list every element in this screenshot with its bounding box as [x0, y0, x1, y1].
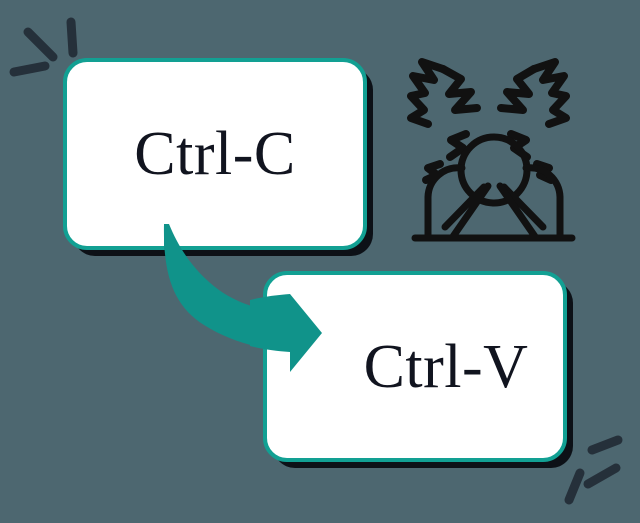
person-torso-right — [496, 182, 540, 242]
paste-card[interactable] — [263, 271, 567, 462]
lightning-bolt-right-large — [497, 65, 538, 114]
lightning-bolt-left-outer — [407, 58, 447, 128]
paste-card-label-text: Ctrl-V — [363, 332, 529, 401]
lightning-bolt-right-outer — [530, 58, 570, 128]
person-right-shoulder — [522, 164, 564, 241]
person-left-shoulder — [424, 164, 466, 241]
copy-to-paste-arrowhead — [250, 294, 322, 372]
lightning-bolt-left-large — [439, 65, 481, 114]
copy-card-label-text: Ctrl-C — [134, 120, 296, 188]
copy-card[interactable] — [63, 58, 367, 250]
person-right-forearm — [500, 183, 547, 231]
spark-line-lower — [564, 468, 585, 505]
spark-lines-top-left-icon — [9, 17, 78, 77]
person-left-forearm — [441, 183, 488, 231]
spark-line-diagonal — [23, 27, 58, 62]
lightning-bolt-left-small — [446, 130, 470, 161]
person-head — [457, 133, 531, 207]
spark-lines-bottom-right-icon — [564, 435, 623, 505]
person-torso-left — [448, 182, 492, 242]
spark-line-vertical — [66, 17, 78, 58]
spark-line-horizontal — [9, 61, 50, 77]
spark-line-upper — [587, 435, 623, 455]
spark-line-middle — [583, 463, 621, 489]
paste-card-label: Ctrl-V — [265, 273, 565, 460]
frustrated-person-icon — [407, 58, 576, 242]
copy-card-label: Ctrl-C — [65, 60, 365, 248]
